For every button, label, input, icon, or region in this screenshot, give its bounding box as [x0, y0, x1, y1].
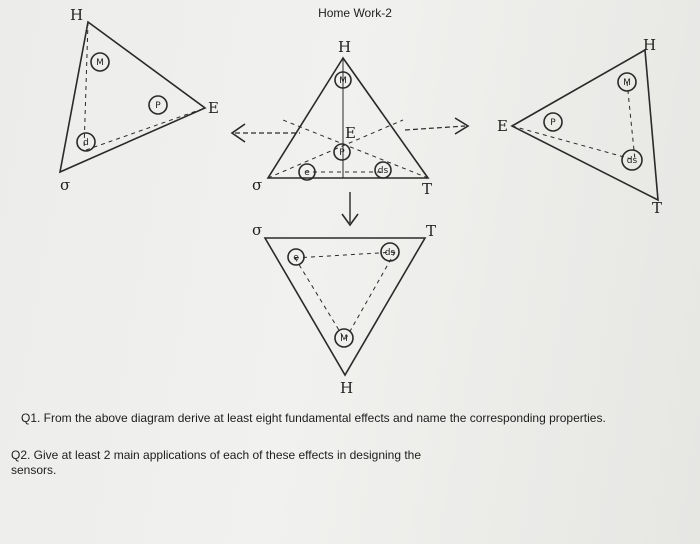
- node-label-p-right: P: [550, 118, 556, 128]
- question-1: Q1. From the above diagram derive at lea…: [21, 411, 606, 425]
- question-2-line-2: sensors.: [11, 463, 57, 477]
- label-t-bottom: T: [426, 222, 436, 240]
- page-title: Home Work-2: [318, 6, 392, 20]
- node-label-ds-bottom: ds: [385, 248, 396, 258]
- node-label-ds-right: ds: [627, 156, 638, 166]
- label-h-center: H: [338, 38, 351, 56]
- node-d-left: [76, 132, 96, 152]
- left-triangle: [58, 20, 207, 174]
- right-triangle: [510, 48, 659, 202]
- label-sigma-center: σ: [252, 176, 262, 194]
- down-arrow: [341, 192, 359, 227]
- label-sigma-bottom: σ: [252, 221, 262, 239]
- node-label-ds-center: ds: [378, 166, 389, 176]
- label-e-left: E: [208, 99, 219, 117]
- node-e-bottom: [287, 248, 305, 266]
- node-m-left: [90, 52, 110, 72]
- label-h-left: H: [70, 6, 83, 24]
- node-label-e-center: e: [304, 168, 310, 178]
- node-label-p-center: P: [339, 148, 345, 158]
- label-t-right: T: [652, 199, 662, 217]
- node-m-center: [334, 71, 352, 89]
- node-e-center: [298, 163, 316, 181]
- question-2-line-1: Q2. Give at least 2 main applications of…: [11, 448, 422, 462]
- node-m-right: [617, 72, 637, 92]
- node-label-e-bottom: e: [293, 253, 299, 263]
- bottom-triangle: [263, 237, 427, 377]
- label-e-right: E: [497, 117, 508, 135]
- right-arrow: [404, 117, 470, 135]
- label-t-center: T: [422, 180, 432, 198]
- left-arrow: [230, 123, 300, 143]
- node-label-p-left: P: [155, 101, 161, 111]
- label-h-right: H: [643, 36, 656, 54]
- node-ds-bottom: [380, 242, 400, 262]
- node-ds-right: [621, 149, 643, 171]
- node-p-center: [333, 143, 351, 161]
- label-sigma-left: σ: [60, 176, 70, 194]
- node-label-m-right: M: [623, 78, 631, 88]
- label-e-center: E: [345, 124, 356, 142]
- node-label-m-center: M: [339, 76, 347, 86]
- node-label-m-left: M: [96, 58, 104, 68]
- node-m-bottom: [334, 328, 354, 348]
- label-h-bottom: H: [340, 379, 353, 397]
- center-triangle: [266, 56, 430, 181]
- node-label-d-left: d: [83, 138, 89, 148]
- node-label-m-bottom: M: [340, 334, 348, 344]
- node-p-left: [148, 95, 168, 115]
- node-ds-center: [374, 161, 392, 179]
- node-p-right: [543, 112, 563, 132]
